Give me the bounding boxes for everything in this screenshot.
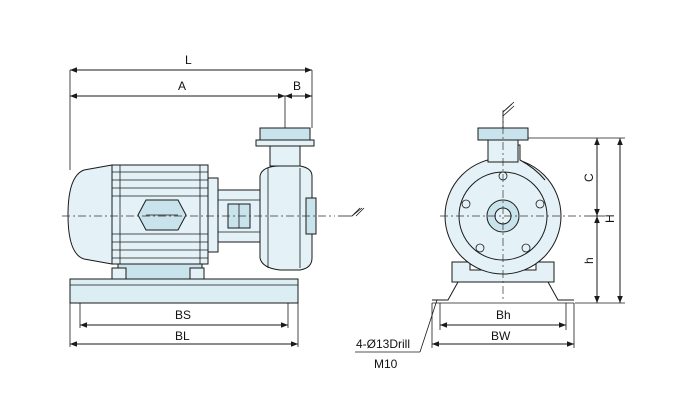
dim-BS-label: BS (175, 308, 191, 322)
motor-fins (112, 165, 208, 264)
side-view: L A B BS BL (62, 53, 365, 347)
drill-leader (419, 299, 438, 353)
motor-foot (117, 263, 203, 280)
drill-callout-label: 4-Ø13Drill (356, 337, 410, 351)
flow-direction-symbol (338, 207, 365, 217)
dim-BW-label: BW (491, 329, 511, 343)
dim-BL-label: BL (175, 329, 190, 343)
dim-C-label: C (582, 173, 596, 182)
thread-callout-label: M10 (374, 357, 398, 371)
dim-B-label: B (293, 79, 301, 93)
motor-end-cap (67, 164, 113, 265)
flange-bolts (461, 171, 545, 253)
front-view: C h H Bh BW 4-Ø13Drill M10 (355, 101, 625, 371)
discharge-flange (259, 127, 311, 141)
dim-h-label: h (582, 257, 596, 264)
motor-flange (207, 177, 219, 253)
side-base-plate (69, 278, 299, 304)
dim-L-label: L (185, 53, 192, 67)
flow-direction-symbol-top (502, 101, 515, 128)
dim-A-label: A (178, 79, 186, 93)
dim-Bh-label: Bh (496, 308, 511, 322)
dim-H-label: H (603, 214, 617, 223)
